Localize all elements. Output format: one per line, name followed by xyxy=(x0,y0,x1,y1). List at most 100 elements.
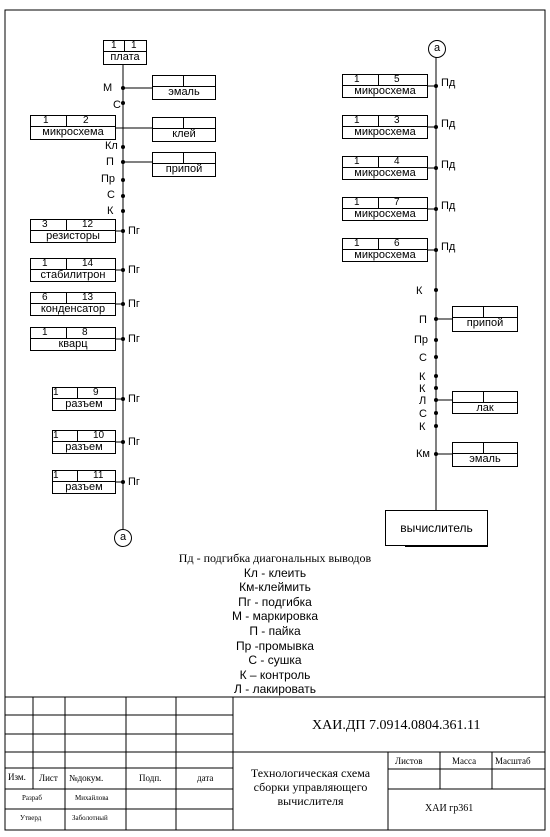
junction-dot xyxy=(121,209,125,213)
drawing-title: Технологическая схема сборки управляющег… xyxy=(250,766,371,808)
op-label: Пг xyxy=(128,436,140,448)
material-box-enamel: эмаль xyxy=(452,442,518,467)
component-name: плата xyxy=(110,51,140,63)
op-label: М xyxy=(103,82,113,94)
op-label: Пд xyxy=(441,118,456,130)
op-label: Пг xyxy=(128,264,140,276)
organization: ХАИ гр361 xyxy=(425,803,474,814)
junction-dot xyxy=(434,386,438,390)
material-box-solder: припой xyxy=(452,306,518,332)
component-name: микросхема xyxy=(354,167,416,179)
op-label: Кл xyxy=(105,140,118,152)
op-label: Пг xyxy=(128,225,140,237)
op-label: К xyxy=(419,371,426,383)
col-label-date: дата xyxy=(197,773,214,783)
col-label-izm: Изм. xyxy=(8,772,26,782)
op-label: Пг xyxy=(128,298,140,310)
component-name: кварц xyxy=(58,338,88,350)
op-label: П xyxy=(106,156,114,168)
op-label: С xyxy=(113,99,121,111)
op-label: К xyxy=(107,205,114,217)
legend-item: Км-клеймить xyxy=(239,580,311,595)
label-scale: Масштаб xyxy=(495,756,531,766)
op-label: Пд xyxy=(441,159,456,171)
role-developer: Разраб xyxy=(22,794,42,802)
connector-circle: а xyxy=(428,40,446,58)
op-label: К xyxy=(419,421,426,433)
material-box-glue: клей xyxy=(152,117,216,142)
op-label: Пд xyxy=(441,77,456,89)
label-mass: Масса xyxy=(452,756,477,766)
junction-dot xyxy=(121,101,125,105)
junction-dot xyxy=(434,374,438,378)
op-label: С xyxy=(419,352,427,364)
op-label: Пг xyxy=(128,476,140,488)
op-label: Пр xyxy=(414,334,429,346)
op-label: Л xyxy=(419,395,427,407)
legend-item: К – контроль xyxy=(239,667,311,682)
op-label: Пр xyxy=(101,173,116,185)
component-name: микросхема xyxy=(354,126,416,138)
material-box-enamel: эмаль xyxy=(152,75,216,100)
op-label: Пг xyxy=(128,333,140,345)
component-name: микросхема xyxy=(354,208,416,220)
name-developer: Михайлова xyxy=(75,794,109,802)
component-name: разъем xyxy=(65,481,103,493)
legend-item: С - сушка xyxy=(248,653,302,668)
component-name: резисторы xyxy=(46,230,100,242)
legend-item: М - маркировка xyxy=(231,609,319,624)
material-box-solder: припой xyxy=(152,152,216,177)
op-label: С xyxy=(107,189,115,201)
component-name: разъем xyxy=(65,398,103,410)
name-approver: Заболотный xyxy=(72,814,108,822)
component-name: стабилитрон xyxy=(40,269,106,281)
op-label: Км xyxy=(416,448,430,460)
col-label-doc: №докум. xyxy=(69,773,104,783)
connector-circle: а xyxy=(114,529,132,547)
component-name: конденсатор xyxy=(40,303,106,315)
op-label: К xyxy=(419,383,426,395)
material-box-lacquer: лак xyxy=(452,391,518,414)
op-label: Пд xyxy=(441,200,456,212)
col-label-list: Лист xyxy=(39,773,58,783)
op-label: С xyxy=(419,408,427,420)
legend-item: Л - лакировать xyxy=(234,682,316,697)
legend-item: П - пайка xyxy=(249,624,301,638)
col-label-sign: Подп. xyxy=(139,773,162,783)
document-code: ХАИ.ДП 7.0914.0804.361.11 xyxy=(312,718,481,733)
label-sheets: Листов xyxy=(395,756,423,766)
component-name: разъем xyxy=(65,441,103,453)
legend-item: Пд - подгибка диагональных выводов xyxy=(178,551,372,565)
junction-dot xyxy=(434,288,438,292)
final-product-box: вычислитель xyxy=(385,510,488,546)
legend-item: Кл - клеить xyxy=(243,565,307,580)
op-label: К xyxy=(416,285,423,297)
op-label: Пг xyxy=(128,393,140,405)
op-label: Пд xyxy=(441,241,456,253)
junction-dot xyxy=(434,411,438,415)
op-label: П xyxy=(419,314,427,326)
junction-dot xyxy=(434,355,438,359)
final-product-underline xyxy=(405,546,488,547)
junction-dot xyxy=(121,178,125,182)
legend-item: Пр -промывка xyxy=(236,638,314,653)
component-name: микросхема xyxy=(354,249,416,261)
junction-dot xyxy=(121,194,125,198)
junction-dot xyxy=(121,145,125,149)
